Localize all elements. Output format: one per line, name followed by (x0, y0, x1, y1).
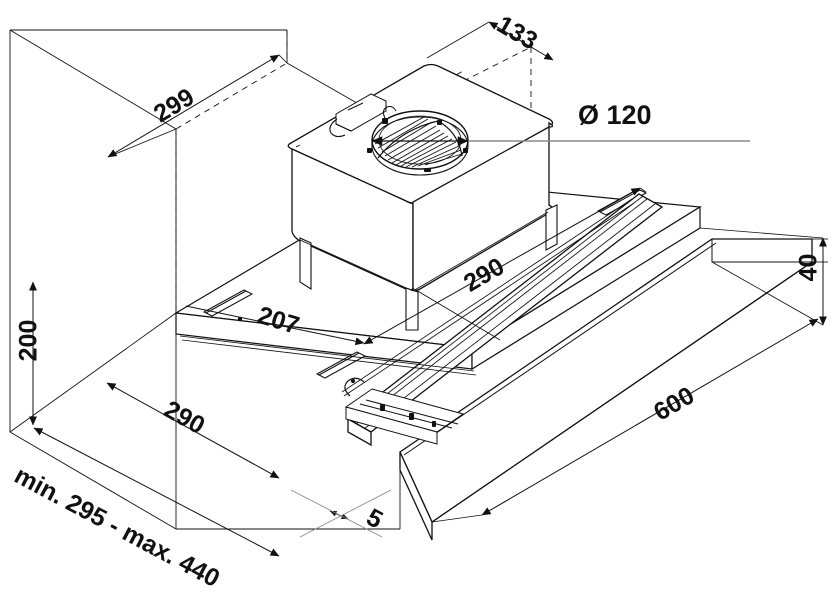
dimension-600 (481, 318, 819, 516)
outlet-fittings (367, 118, 468, 172)
filter-screw-right (350, 378, 356, 384)
dimension-label-200: 200 (14, 319, 43, 362)
filter-release-slot-right (315, 351, 367, 379)
dimension-133-extension (426, 21, 490, 59)
filter-release-slot-left (202, 289, 254, 317)
mounting-bracket (335, 93, 387, 132)
technical-drawing-canvas: 299 133 Ø 120 40 290 207 200 290 min. 29… (9, 10, 828, 593)
outlet-clip-wire (382, 105, 397, 119)
rail-hook (344, 377, 365, 397)
dimension-299-extension (107, 54, 288, 158)
dimension-label-diameter-120: Ø 120 (578, 100, 652, 130)
slide-rail-hardware (380, 404, 436, 427)
dimension-290-top (363, 187, 641, 345)
dimension-40-extension (699, 227, 828, 326)
dimension-290-top-extension (639, 187, 647, 193)
dimension-5-extension (290, 489, 392, 538)
dimension-cabinet-range (33, 427, 280, 557)
dimension-600-extension (415, 289, 501, 523)
dimension-133 (488, 21, 554, 61)
dimension-299 (107, 54, 280, 158)
dimension-label-40: 40 (794, 253, 823, 282)
drawing-svg (9, 21, 828, 557)
dimension-207 (185, 305, 365, 346)
bracket-wire (329, 118, 346, 138)
